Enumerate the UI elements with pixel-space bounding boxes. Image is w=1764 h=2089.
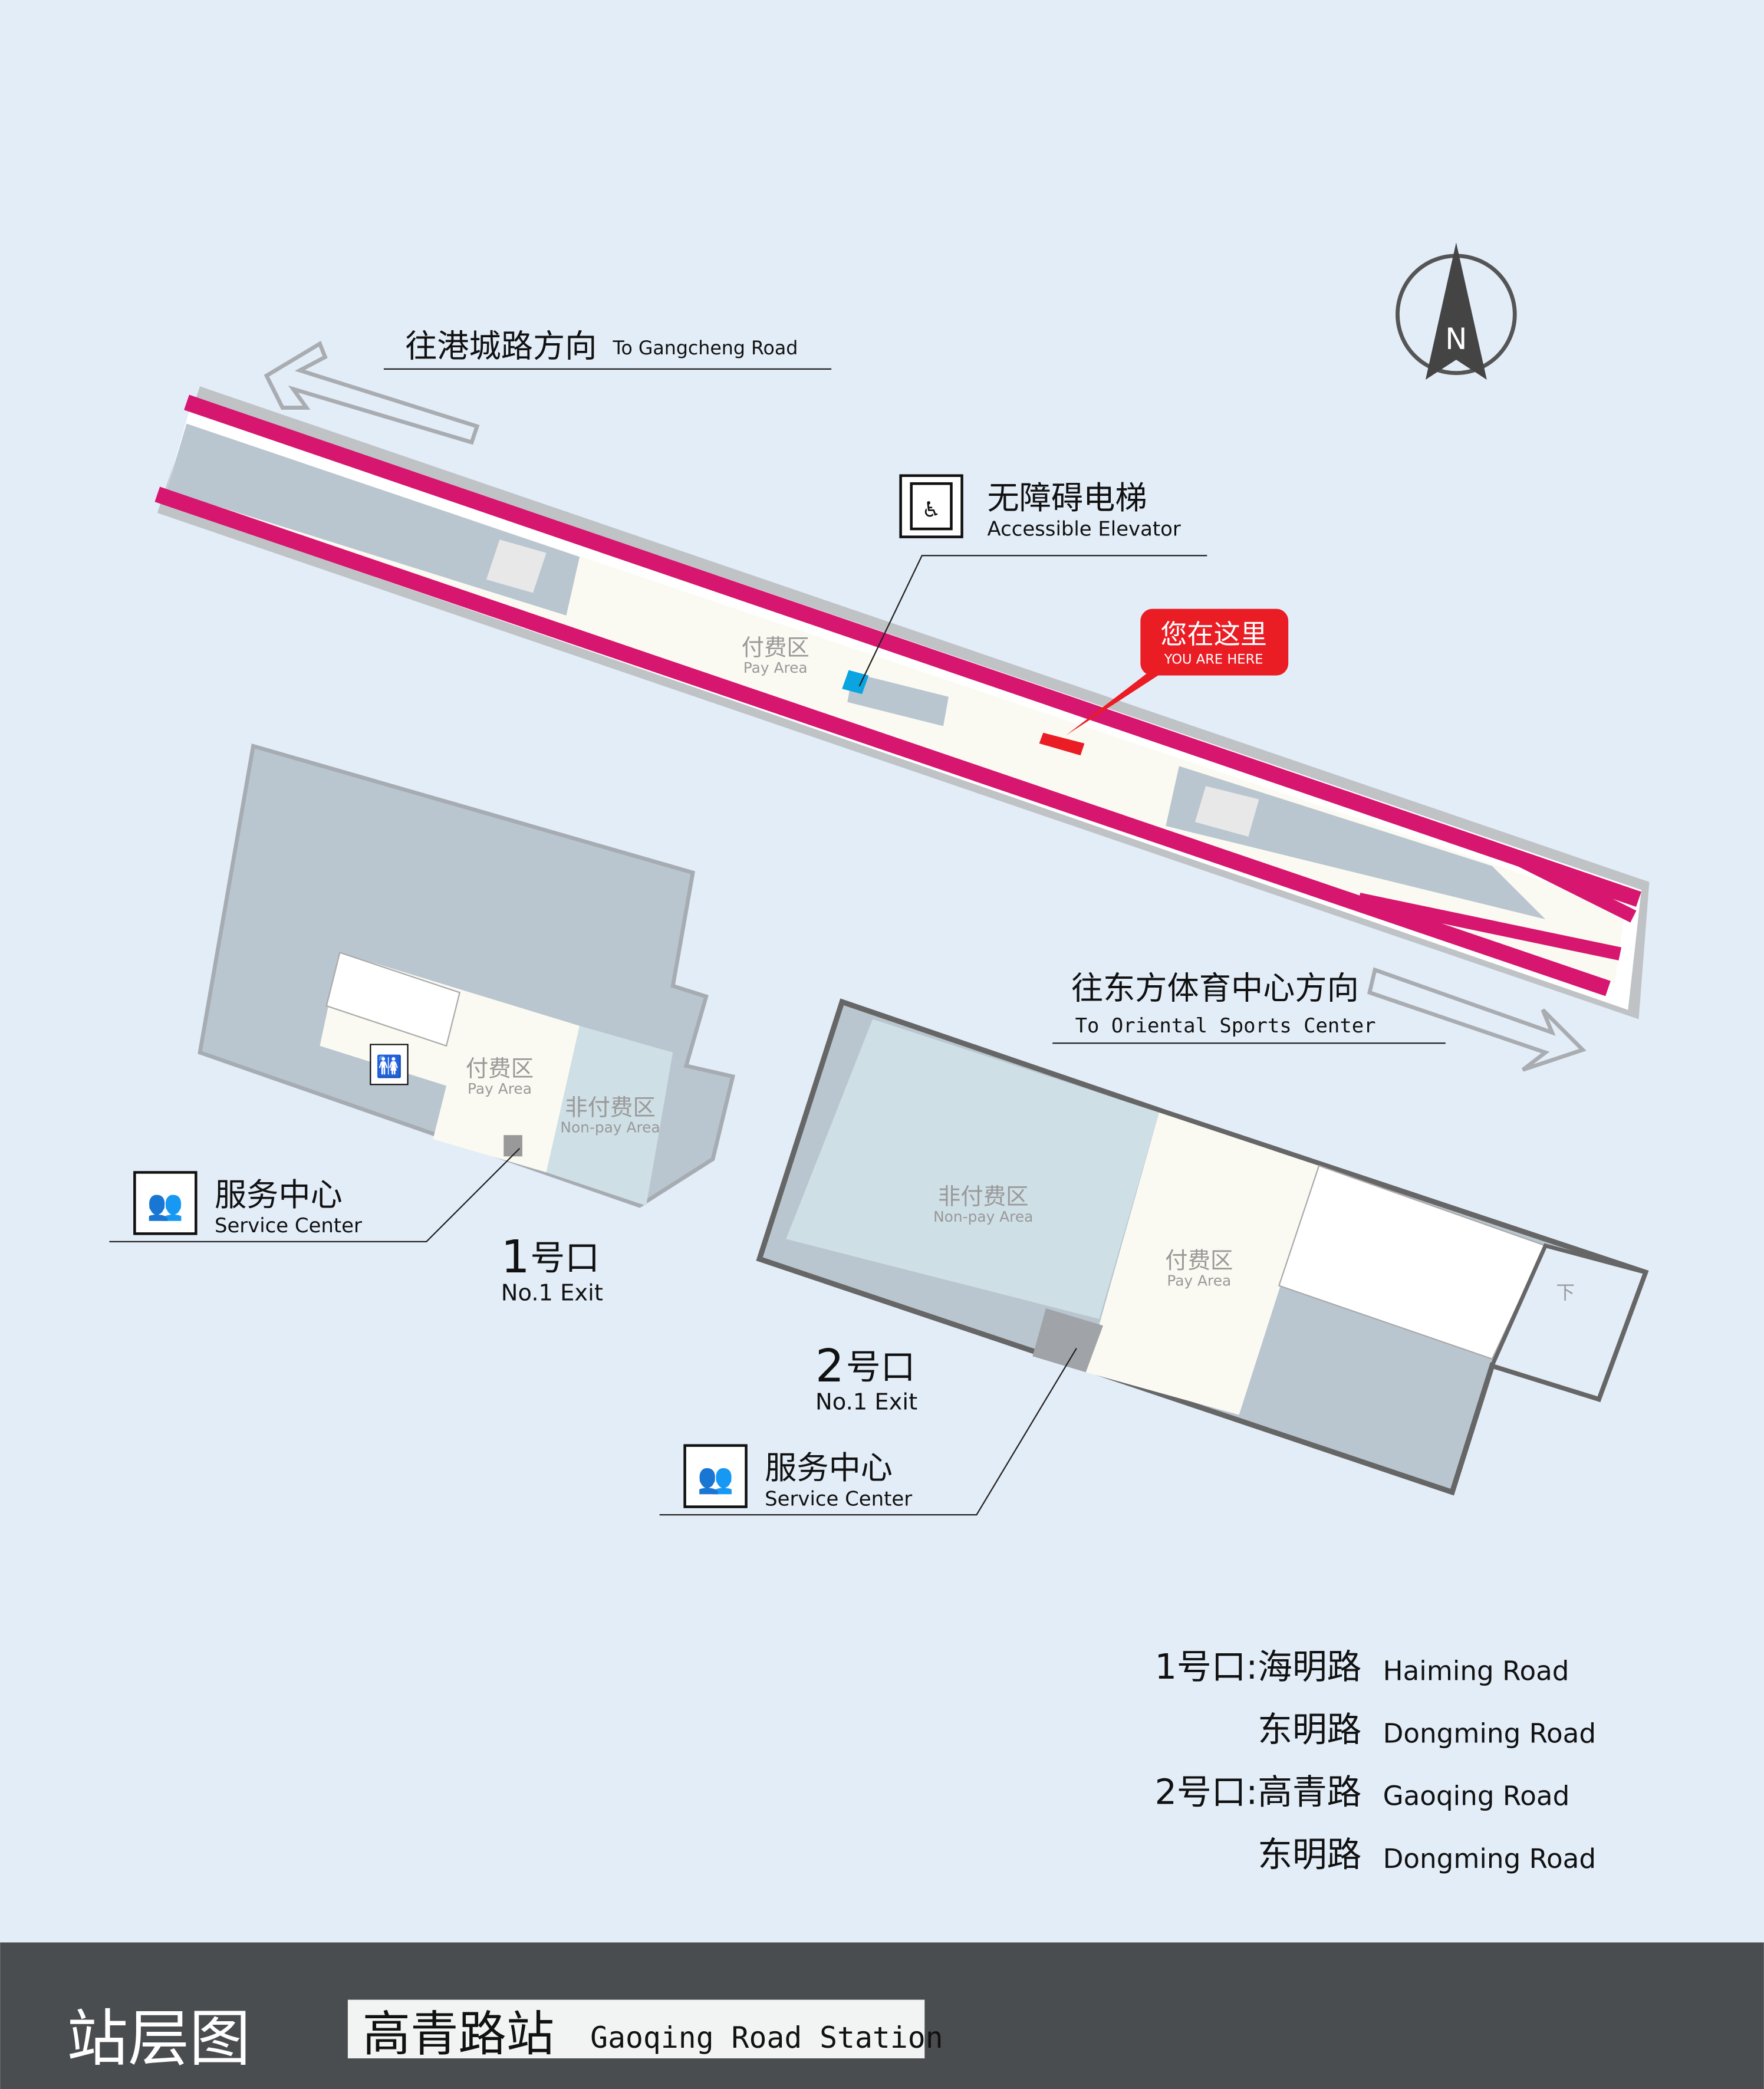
restroom-icon <box>370 1044 409 1085</box>
exit-2-annex <box>1489 1243 1648 1402</box>
direction-east-en: To Oriental Sports Center <box>1075 1014 1376 1037</box>
footer-title: 站层图 <box>67 2003 251 2074</box>
direction-west: 往港城路方向 To Gangcheng Road <box>264 328 832 445</box>
road-en: Dongming Road <box>1383 1718 1596 1749</box>
road-zh: 东明路 <box>1258 1834 1361 1875</box>
road-zh: 1号口:海明路 <box>1155 1646 1362 1687</box>
leader-line <box>858 555 1207 687</box>
platform-level: 付费区 Pay Area <box>154 386 1650 1019</box>
arrow-west-icon <box>264 341 480 445</box>
compass: N <box>1396 242 1517 380</box>
road-en: Gaoqing Road <box>1383 1781 1570 1812</box>
platform-end-west <box>166 423 580 616</box>
service-center-zh: 服务中心 <box>765 1449 893 1486</box>
you-are-here-en: YOU ARE HERE <box>1164 652 1263 667</box>
exit-1-zh: 号口 <box>530 1237 599 1278</box>
station-name-en: Gaoqing Road Station <box>590 2021 943 2055</box>
pay-area-label-en: Pay Area <box>468 1080 532 1097</box>
direction-west-zh: 往港城路方向 <box>405 328 597 365</box>
restroom-glyph: 🚻 <box>376 1054 402 1079</box>
pay-area-label-zh: 付费区 <box>466 1056 534 1083</box>
person-desk-icon: 👥 <box>147 1188 183 1222</box>
nonpay-area-label-en: Non-pay Area <box>560 1119 660 1136</box>
service-center-en: Service Center <box>215 1214 362 1237</box>
exit-2-zh: 号口 <box>846 1347 915 1387</box>
nonpay-area-label-en: Non-pay Area <box>933 1208 1033 1225</box>
exit-2-label: 2 号口 No.1 Exit <box>815 1340 917 1415</box>
service-center-zh: 服务中心 <box>215 1176 343 1213</box>
elevator-label-en: Accessible Elevator <box>988 517 1181 540</box>
road-zh: 2号口:高青路 <box>1155 1771 1362 1812</box>
exit-2-pay-area <box>1085 1112 1319 1415</box>
road-zh: 东明路 <box>1258 1709 1361 1749</box>
arrow-east-icon <box>1367 967 1587 1072</box>
service-center-icon <box>683 1444 748 1508</box>
service-center-marker <box>503 1135 522 1157</box>
pay-area-label-en: Pay Area <box>743 659 808 676</box>
track-crossover-2 <box>1502 847 1637 923</box>
pay-area-label-en: Pay Area <box>1167 1272 1231 1289</box>
exit-2-number: 2 <box>815 1340 844 1393</box>
exit-2-concourse: 非付费区 Non-pay Area 付费区 Pay Area 下 <box>756 998 1649 1496</box>
service-center-marker <box>1032 1308 1104 1373</box>
you-are-here-badge <box>1140 608 1289 676</box>
person-desk-icon: 👥 <box>697 1461 734 1495</box>
track-crossover <box>1357 893 1622 960</box>
you-are-here-marker <box>1039 732 1085 756</box>
accessible-elevator-marker <box>842 670 869 695</box>
exit-2-nonpay-area <box>786 1019 1159 1319</box>
stairs-west <box>486 539 547 593</box>
direction-west-en: To Gangcheng Road <box>613 338 798 359</box>
station-name-zh: 高青路站 <box>363 2006 554 2062</box>
compass-label: N <box>1445 322 1467 356</box>
exit-roads-legend: 1号口:海明路 Haiming Road 东明路 Dongming Road 2… <box>1155 1646 1596 1875</box>
elevator-callout: ♿ 无障碍电梯 Accessible Elevator <box>858 474 1207 687</box>
exit-2-stairs <box>1278 1164 1546 1360</box>
exit-1-concourse: 🚻 付费区 Pay Area 非付费区 Non-pay Area <box>198 744 736 1208</box>
exit-1-stairs <box>325 952 461 1047</box>
exit-1-nonpay-area <box>546 1025 673 1206</box>
elevator-door-icon <box>910 482 953 531</box>
direction-east: 往东方体育中心方向 To Oriental Sports Center <box>1052 967 1587 1072</box>
wheelchair-icon: ♿ <box>922 497 940 522</box>
direction-east-zh: 往东方体育中心方向 <box>1071 970 1359 1007</box>
service-center-1: 👥 服务中心 Service Center <box>109 1147 521 1243</box>
service-center-icon <box>133 1171 198 1235</box>
road-en: Haiming Road <box>1383 1655 1569 1686</box>
leader-line <box>109 1147 521 1243</box>
track-north <box>184 394 1641 907</box>
footer-bar: 站层图 高青路站 Gaoqing Road Station <box>0 1942 1764 2089</box>
north-arrow-icon <box>1425 242 1487 380</box>
exit-1-en: No.1 Exit <box>501 1279 603 1306</box>
platform-end-east <box>1166 766 1546 920</box>
pay-area-label-zh: 付费区 <box>1165 1248 1233 1274</box>
exit-1-label: 1 号口 No.1 Exit <box>501 1231 603 1306</box>
pay-area-label-zh: 付费区 <box>742 635 809 662</box>
you-are-here: 您在这里 YOU ARE HERE <box>1039 608 1289 756</box>
nonpay-area-label-zh: 非付费区 <box>565 1094 656 1121</box>
escalator <box>847 673 949 726</box>
road-en: Dongming Road <box>1383 1843 1596 1874</box>
you-are-here-zh: 您在这里 <box>1160 619 1267 650</box>
station-name-box <box>347 1999 925 2059</box>
down-stairs-label: 下 <box>1556 1282 1575 1304</box>
exit-2-en: No.1 Exit <box>815 1389 917 1416</box>
exit-1-number: 1 <box>501 1231 530 1284</box>
leader-line <box>659 1348 1077 1516</box>
nonpay-area-label-zh: 非付费区 <box>938 1184 1029 1210</box>
elevator-label-zh: 无障碍电梯 <box>988 479 1147 517</box>
stairs-east <box>1194 786 1259 837</box>
service-center-en: Service Center <box>765 1487 912 1510</box>
service-center-2: 👥 服务中心 Service Center <box>659 1348 1077 1516</box>
